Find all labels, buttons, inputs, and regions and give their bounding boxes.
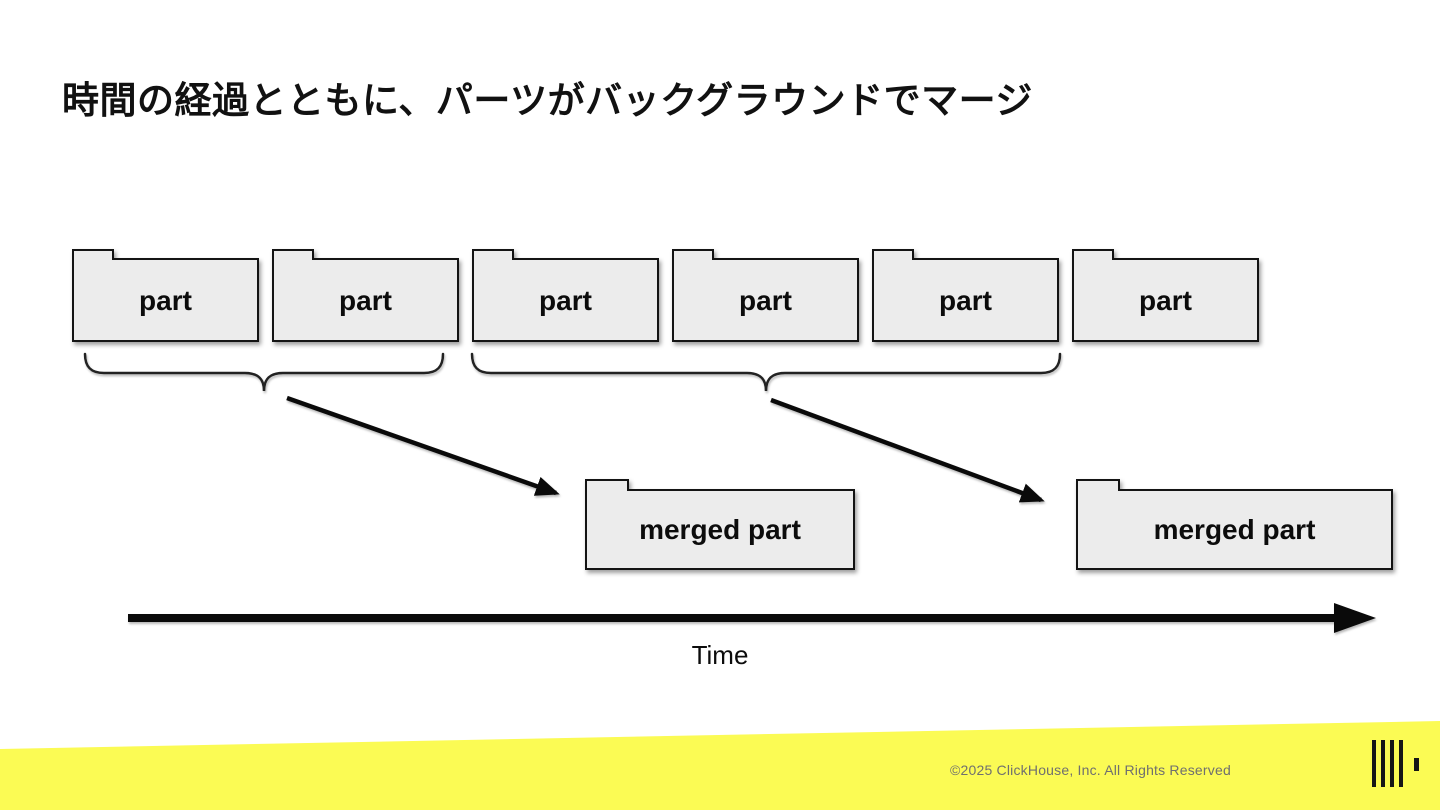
logo-bar [1390,740,1394,787]
folder-icon [672,249,859,342]
folder-icon [272,249,459,342]
folder-icon [1072,249,1259,342]
logo-bar [1381,740,1385,787]
copyright-text: ©2025 ClickHouse, Inc. All Rights Reserv… [950,762,1231,778]
logo-bar [1399,740,1403,787]
brace-group-2 [470,352,1062,392]
folder-icon [585,479,855,570]
brace-group-1 [83,352,445,392]
folder-icon [1076,479,1393,570]
logo-dot [1414,758,1419,771]
part-label: part [339,284,392,316]
time-axis-arrow [128,603,1376,633]
folder-icon [472,249,659,342]
part-label: part [739,284,792,316]
logo-bar [1372,740,1376,787]
clickhouse-logo-icon [1372,740,1424,787]
merged-part-box-2: merged part [1076,479,1393,570]
part-box-3: part [472,249,659,342]
part-box-6: part [1072,249,1259,342]
merged-part-label: merged part [639,514,801,545]
part-label: part [539,284,592,316]
folder-icon [72,249,259,342]
part-label: part [139,284,192,316]
part-label: part [1139,284,1192,316]
part-label: part [939,284,992,316]
folder-icon [872,249,1059,342]
time-axis-label: Time [691,640,749,670]
slide-title: 時間の経過とともに、パーツがバックグラウンドでマージ [62,80,1033,121]
footer-band: ©2025 ClickHouse, Inc. All Rights Reserv… [0,721,1440,810]
merged-part-box-1: merged part [585,479,855,570]
footer-background [0,721,1440,810]
part-box-4: part [672,249,859,342]
merge-arrow-1 [286,395,560,496]
part-box-2: part [272,249,459,342]
part-box-5: part [872,249,1059,342]
part-box-1: part [72,249,259,342]
merged-part-label: merged part [1153,514,1316,545]
